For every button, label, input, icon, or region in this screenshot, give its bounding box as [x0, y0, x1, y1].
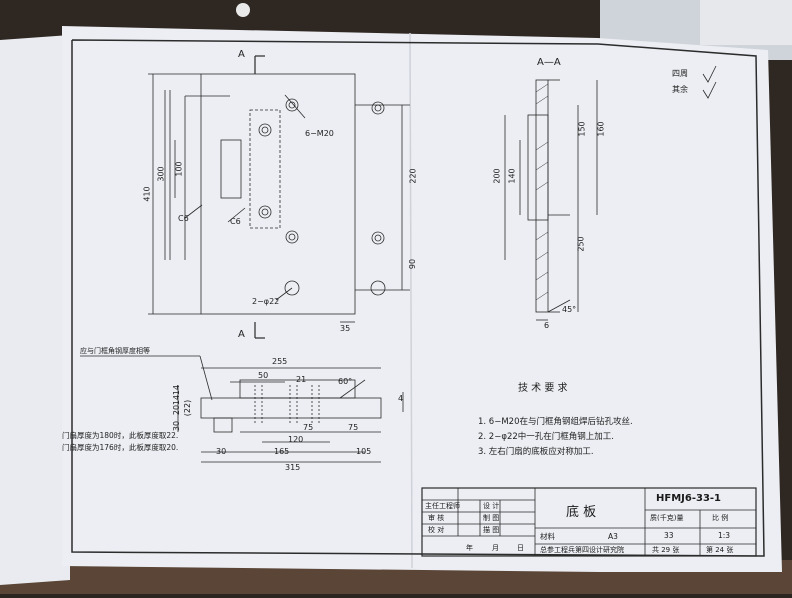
tb-sheet-no: 第 24 张 — [706, 546, 734, 554]
dim-60deg: 60° — [338, 377, 353, 386]
roughness-icon — [702, 65, 717, 83]
dim-21: 21 — [296, 375, 307, 384]
tb-sheets-total: 共 29 张 — [652, 546, 680, 554]
dim-14a: 14 — [172, 384, 182, 396]
tb-drafting: 制 图 — [483, 514, 500, 522]
hole-m20-icon — [258, 98, 385, 245]
tb-tracing: 描 图 — [483, 526, 500, 534]
dashed-rect — [249, 109, 281, 229]
tb-day: 日 — [517, 544, 524, 552]
tb-part-name: 底 板 — [566, 505, 597, 520]
dim-30b: 30 — [216, 447, 227, 456]
dim-s140: 140 — [507, 168, 517, 184]
dim-100: 100 — [174, 161, 184, 177]
dim-s150: 150 — [577, 121, 587, 137]
dim-s160: 160 — [596, 121, 606, 137]
dim-165: 165 — [274, 447, 290, 456]
plate-outline — [200, 73, 356, 315]
chamfer-c6-b: C6 — [230, 217, 241, 226]
tb-material-label: 材料 — [540, 532, 555, 541]
tech-title: 技 术 要 求 — [518, 383, 568, 394]
tb-month: 月 — [492, 544, 499, 552]
chamfer-c6-a: C6 — [178, 214, 189, 223]
tb-proofread: 校 对 — [428, 526, 445, 534]
hole-phi22-icon — [284, 280, 386, 296]
dim-75b: 75 — [348, 423, 359, 432]
dim-14b: 14 — [172, 394, 182, 406]
note-door-180: 门扇厚度为180时，此板厚度取22. — [62, 431, 179, 440]
section-mark-bottom: A — [238, 329, 245, 340]
sheet-border — [71, 39, 765, 557]
roughness-label-1: 四周 — [672, 69, 688, 78]
paper-stack-icon — [700, 0, 792, 45]
dim-255: 255 — [272, 357, 288, 366]
tb-chief-engineer: 主任工程师 — [425, 502, 460, 510]
tech-item-1: 1. 6−M20在与门框角钢组焊后钻孔攻丝. — [478, 417, 633, 427]
tb-material-value: A3 — [608, 532, 618, 541]
dim-s45deg: 45° — [562, 305, 577, 314]
note-thickness: 应与门框角钢厚度相等 — [80, 347, 150, 355]
paper-sheet — [62, 26, 782, 572]
callout-m20: 6−M20 — [305, 129, 334, 138]
tb-institute: 总参工程兵第四设计研究院 — [540, 546, 624, 554]
dim-315: 315 — [285, 463, 301, 472]
note-door-176: 门扇厚度为176时，此板厚度取20. — [62, 443, 179, 452]
tb-scale-label: 比 例 — [712, 514, 729, 522]
dim-20: 20 — [172, 404, 182, 416]
dim-90: 90 — [408, 258, 418, 270]
tb-year: 年 — [466, 544, 473, 552]
dim-75a: 75 — [303, 423, 314, 432]
dim-s250: 250 — [576, 236, 586, 252]
dim-50: 50 — [258, 371, 269, 380]
bar-slot — [220, 139, 242, 199]
roughness-icon-2 — [702, 81, 717, 99]
tb-scale-value: 1:3 — [718, 531, 731, 540]
dim-105: 105 — [356, 447, 372, 456]
dim-410: 410 — [142, 186, 152, 202]
dim-220: 220 — [408, 168, 418, 184]
tb-drawing-no: HFMJ6-33-1 — [656, 493, 722, 504]
dim-120: 120 — [288, 435, 304, 444]
tech-item-3: 3. 左右门扇的底板应对称加工. — [478, 447, 594, 457]
dim-s200: 200 — [492, 168, 502, 184]
dim-4: 4 — [398, 394, 404, 403]
tb-review: 审 核 — [428, 514, 445, 522]
fold-crease — [409, 32, 413, 569]
dim-s6: 6 — [544, 321, 550, 330]
dim-35: 35 — [340, 324, 351, 333]
tb-design: 设 计 — [483, 502, 500, 510]
pen-cap-icon — [236, 3, 250, 17]
dim-300: 300 — [156, 166, 166, 182]
roughness-label-2: 其余 — [672, 85, 688, 94]
dim-30: 30 — [172, 420, 182, 432]
callout-phi22: 2−φ22 — [252, 297, 280, 306]
dim-22: (22) — [183, 399, 193, 417]
tb-weight-value: 33 — [664, 531, 674, 540]
tb-weight-label: 质(千克)量 — [650, 514, 684, 522]
tech-item-2: 2. 2−φ22中一孔在门框角钢上加工. — [478, 432, 614, 442]
section-mark-top: A — [238, 49, 245, 60]
section-title: A—A — [537, 57, 561, 68]
title-block — [421, 487, 757, 557]
